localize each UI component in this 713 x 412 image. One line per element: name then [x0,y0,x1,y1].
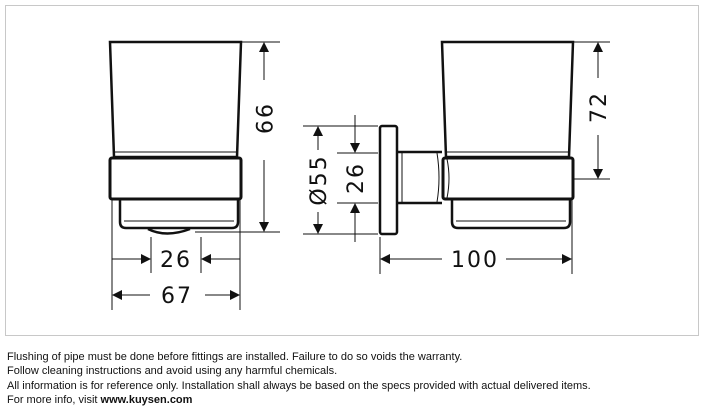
dim-55-label: Ø55 [307,154,332,205]
notes-block: Flushing of pipe must be done before fit… [7,350,591,408]
technical-drawing: 99 26 67 [108,40,612,310]
front-bottom-tray [118,200,240,230]
dim-67-label: 67 [161,284,193,309]
website-link[interactable]: www.kuysen.com [100,394,193,407]
dim-99-label: 99 [250,104,275,136]
front-cup-outline [108,40,243,159]
front-mount-arc [147,227,191,235]
note-reference: All information is for reference only. I… [7,379,591,392]
side-cup-outline [440,40,575,159]
drawing-frame [5,5,699,336]
front-view [108,40,280,310]
more-info-prefix: For more info, visit [7,394,101,407]
note-flushing: Flushing of pipe must be done before fit… [7,351,463,363]
note-cleaning: Follow cleaning instructions and avoid u… [7,365,338,378]
dim-26-side-label: 26 [344,162,369,194]
side-wall-plate [378,124,399,236]
dim-100-label: 100 [451,248,499,273]
side-holder-ring [441,156,575,201]
front-holder-ring [108,156,243,201]
side-bottom-tray [450,200,572,230]
side-view [303,40,610,274]
dim-72-label: 72 [587,91,612,123]
dim-26-front-label: 26 [160,248,192,273]
note-more-info: For more info, visit www.kuysen.com [7,393,591,407]
